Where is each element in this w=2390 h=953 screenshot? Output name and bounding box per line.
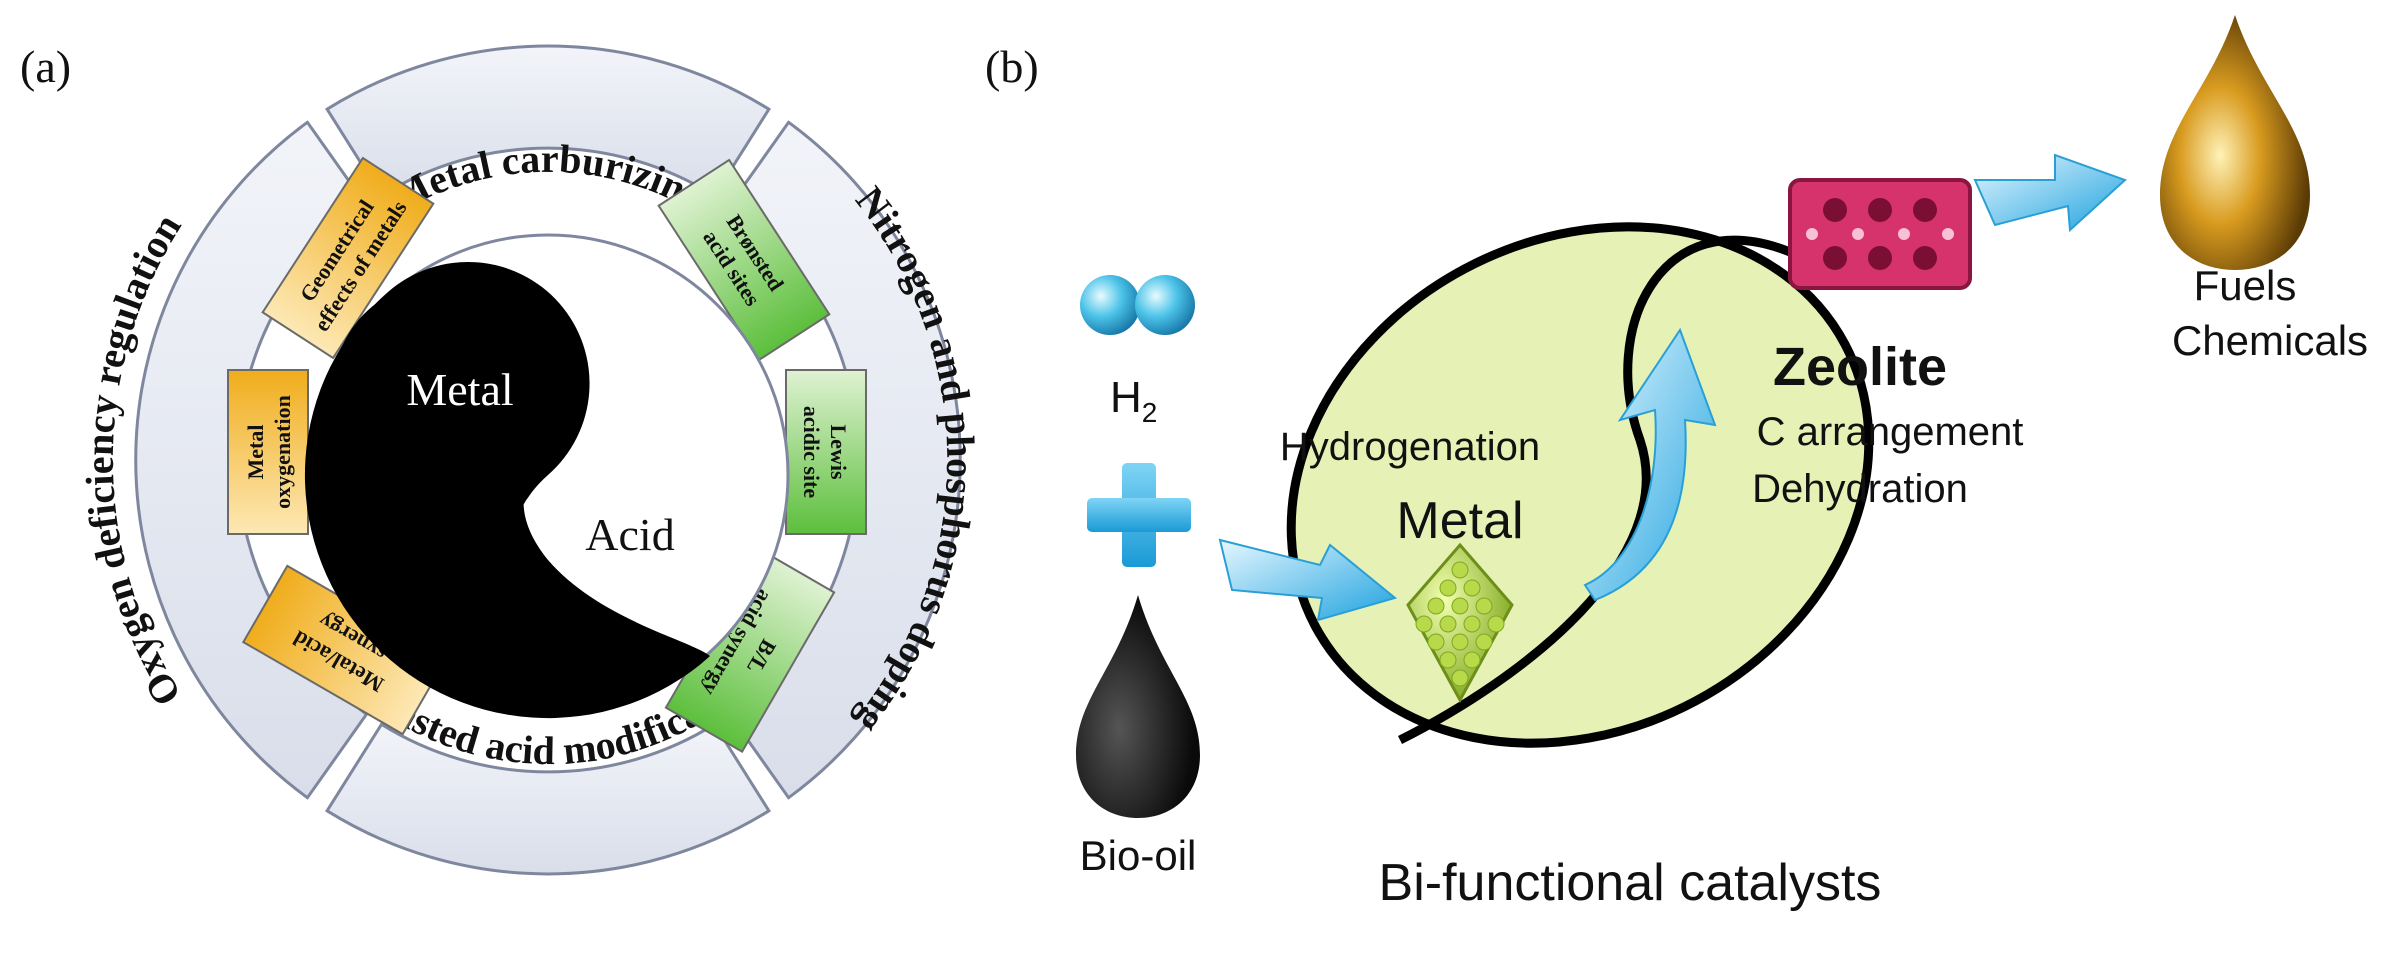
arrow-metal-to-zeolite-icon: [1583, 327, 1717, 602]
acid-box-lewis: Lewis acidic site: [785, 369, 867, 535]
metal-label: Metal: [1396, 492, 1523, 550]
svg-text:oxygenation: oxygenation: [270, 395, 295, 509]
yin-yang-acid-label: Acid: [585, 509, 674, 560]
h2-label: H2: [1110, 373, 1157, 428]
ring-segment-right: [727, 120, 962, 800]
panel-a: (a) Metal carburizing Nitrogen and phosp…: [0, 0, 983, 876]
acid-box-bronsted: Brønsted acid sites: [657, 158, 831, 362]
fuel-drop-icon: [2160, 15, 2310, 270]
yin-yang: Metal Acid: [304, 233, 790, 719]
svg-text:Lewis: Lewis: [826, 425, 851, 480]
ring-segment-left: [134, 120, 369, 800]
metal-box-oxygenation: Metal oxygenation: [227, 369, 309, 535]
zeolite-label: Zeolite: [1773, 337, 1947, 397]
metal-nanocluster-icon: [1406, 542, 1514, 704]
arrow-to-fuels-icon: [1973, 153, 2127, 233]
svg-text:acidic site: acidic site: [799, 406, 824, 498]
ring-segment-top: [325, 44, 771, 198]
c-arrangement-label: C arrangement: [1757, 410, 2024, 454]
bio-oil-drop-icon: [1076, 595, 1200, 818]
plus-icon: [1087, 463, 1191, 567]
yin-yang-metal-label: Metal: [406, 364, 513, 415]
bifunctional-caption: Bi-functional catalysts: [1379, 854, 1882, 912]
panel-b-label: (b): [985, 41, 1039, 92]
zeolite-framework-icon: [1788, 178, 1972, 290]
h2-molecule-icon: [1080, 275, 1195, 335]
panel-a-label: (a): [20, 41, 71, 92]
s-curve-divider: [1397, 235, 1792, 745]
svg-text:Metal: Metal: [243, 425, 268, 480]
hydrogenation-label: Hydrogenation: [1280, 425, 1540, 469]
bio-oil-label: Bio-oil: [1080, 832, 1197, 879]
panel-b: (b) H2 Bio-oil: [985, 15, 2368, 912]
arrow-into-catalyst-icon: [1218, 538, 1398, 622]
ring-segment-bottom: [325, 722, 771, 876]
outer-ring: [134, 44, 962, 876]
chemicals-label: Chemicals: [2172, 317, 2368, 364]
fuels-label: Fuels: [2194, 262, 2297, 309]
dehydration-label: Dehydration: [1752, 467, 1968, 511]
